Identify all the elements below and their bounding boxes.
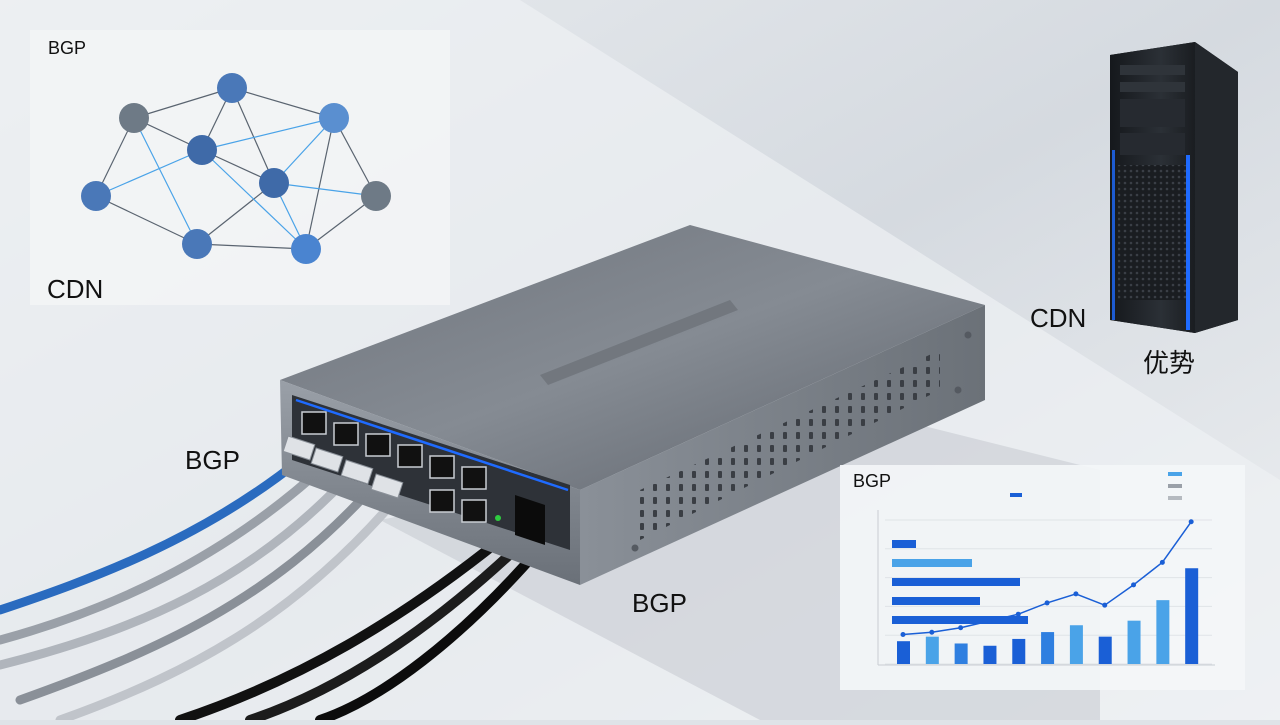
chart-point <box>958 625 964 631</box>
chart-point <box>900 631 906 637</box>
chart-title: BGP <box>853 471 892 491</box>
chart-vbar <box>1012 638 1026 664</box>
chart-point <box>929 629 935 635</box>
chart-vbar <box>1098 636 1112 664</box>
chart-hbar <box>892 616 1028 624</box>
chart-panel <box>840 465 1245 690</box>
network-title: BGP <box>48 38 87 58</box>
chart-point <box>1131 582 1137 588</box>
network-switch-icon <box>280 225 985 585</box>
server-label: CDN <box>1030 303 1087 333</box>
server-tower-icon <box>1110 42 1238 333</box>
chart-hbar <box>892 597 980 605</box>
server-sub-label: 优势 <box>1143 349 1196 379</box>
chart-hbar <box>892 540 916 548</box>
chart-point <box>1188 519 1194 525</box>
chart-vbar <box>1156 600 1170 664</box>
network-diagram <box>30 30 450 305</box>
ethernet-cable-icon <box>0 455 545 725</box>
chart-hbar <box>892 578 1020 586</box>
chart-vbar <box>1185 568 1199 664</box>
chart-vbar <box>925 636 939 664</box>
chart-point <box>1015 611 1021 617</box>
chart-hbar <box>892 559 972 567</box>
chart-point <box>1073 591 1079 597</box>
switch-left-label: BGP <box>185 445 240 475</box>
network-caption: CDN <box>47 274 104 304</box>
chart-vbar <box>983 645 997 664</box>
chart-point <box>1159 559 1165 565</box>
chart-vbar <box>1041 632 1055 664</box>
chart-point <box>986 618 992 624</box>
chart-vbar <box>1127 620 1141 664</box>
chart-point <box>1044 600 1050 606</box>
chart-vbar <box>954 643 968 664</box>
switch-bottom-label: BGP <box>632 588 687 618</box>
chart-vbar <box>897 641 910 664</box>
chart-point <box>1102 602 1108 608</box>
chart-vbar <box>1069 625 1083 664</box>
